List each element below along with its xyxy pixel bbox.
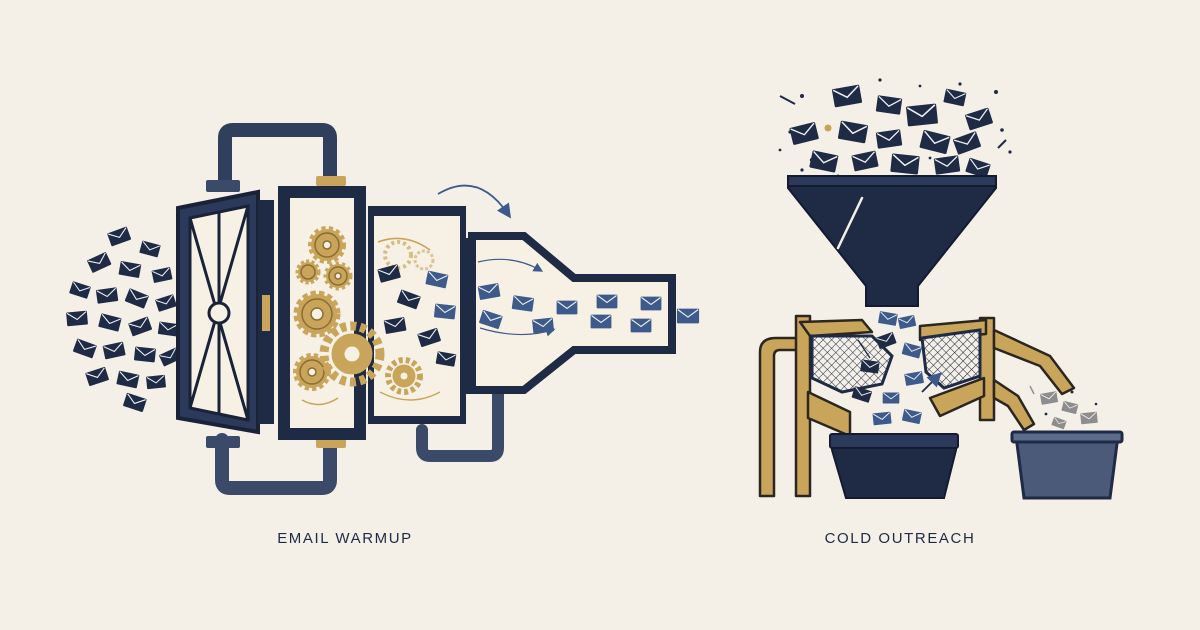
- email-warmup-illustration: [65, 123, 700, 495]
- cold-outreach-illustration: [758, 78, 1124, 500]
- sorted-envelopes: [850, 310, 942, 426]
- pipe-connector: [316, 176, 346, 186]
- sorter-frame: [758, 314, 1076, 498]
- mesh-filter-icon: [810, 328, 982, 394]
- pipe-connector: [316, 438, 346, 448]
- intake-grille: [176, 189, 274, 435]
- envelope-pile: [788, 83, 994, 180]
- funnel-icon: [787, 175, 997, 307]
- arrow-icon: [437, 184, 512, 219]
- rejected-envelopes: [1029, 385, 1099, 434]
- email-warmup-label: EMAIL WARMUP: [277, 530, 413, 547]
- processing-chamber: [319, 206, 474, 424]
- bin-icon: [829, 433, 959, 499]
- incoming-envelopes: [65, 225, 182, 413]
- machine-pipes: [215, 123, 504, 495]
- gear-chamber: [278, 186, 366, 440]
- output-nozzle: [468, 232, 700, 394]
- pipe-connector: [206, 436, 240, 448]
- cold-outreach-label: COLD OUTREACH: [824, 530, 976, 547]
- pipe-connector: [206, 180, 240, 192]
- rejected-bin-icon: [1010, 430, 1124, 500]
